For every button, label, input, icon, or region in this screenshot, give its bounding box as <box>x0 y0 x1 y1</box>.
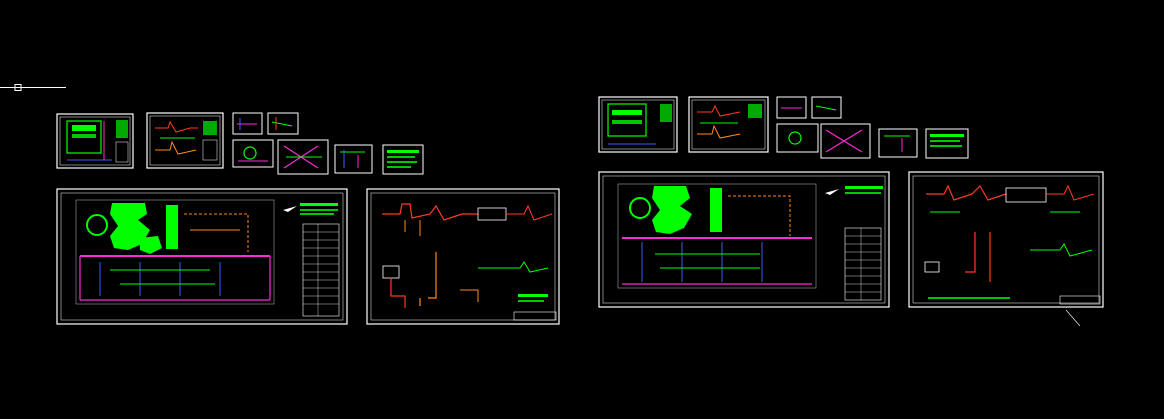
sheet-thumbnail[interactable] <box>267 112 299 135</box>
sheet-thumbnail[interactable] <box>776 123 819 153</box>
pipe-system-sheet[interactable] <box>908 171 1104 327</box>
pipe-system-sheet[interactable] <box>366 188 560 325</box>
sheet-thumbnail[interactable] <box>878 128 918 158</box>
sheet-thumbnail[interactable] <box>925 128 969 159</box>
sheet-thumbnail[interactable] <box>382 144 424 175</box>
left-drawing-set <box>56 112 560 325</box>
crosshair-ucs-icon <box>0 84 66 91</box>
sheet-thumbnail[interactable] <box>820 123 871 159</box>
floor-plan-sheet[interactable] <box>598 171 890 308</box>
sheet-thumbnail[interactable] <box>811 96 842 119</box>
sheet-thumbnail[interactable] <box>232 139 274 168</box>
sheet-thumbnail[interactable] <box>146 112 224 169</box>
sheet-thumbnail[interactable] <box>56 113 134 169</box>
sheet-thumbnail[interactable] <box>598 96 678 153</box>
sheet-thumbnail[interactable] <box>277 139 329 175</box>
sheet-thumbnail[interactable] <box>776 96 807 119</box>
right-drawing-set <box>598 96 1104 327</box>
sheet-thumbnail[interactable] <box>334 144 373 174</box>
floor-plan-sheet[interactable] <box>56 188 348 325</box>
sheet-thumbnail[interactable] <box>688 96 769 153</box>
sheet-thumbnail[interactable] <box>232 112 263 135</box>
